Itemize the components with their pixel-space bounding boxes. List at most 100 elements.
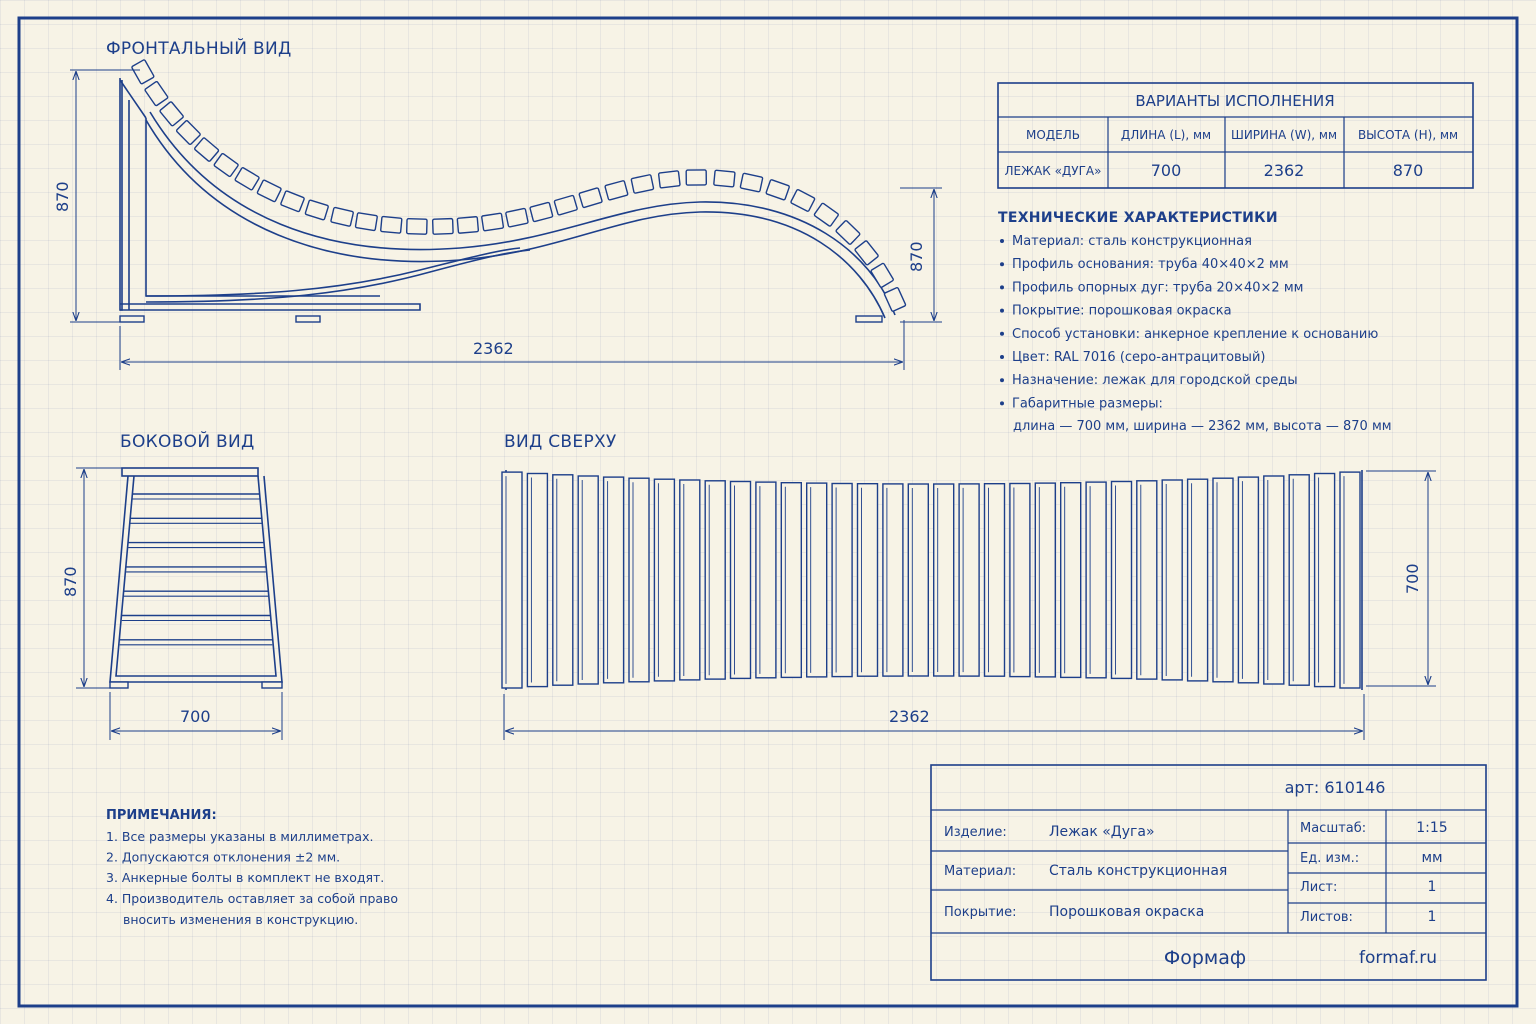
sheet-border	[17, 16, 1519, 1008]
front-slat	[431, 217, 454, 235]
title-block: арт: 610146 Изделие: Лежак «Дуга» Матери…	[930, 764, 1487, 981]
spec-item: Профиль опорных дуг: труба 20×40×2 мм	[1012, 280, 1303, 295]
sheet-label: Лист:	[1300, 880, 1337, 895]
front-slat	[657, 170, 681, 189]
top-slat	[933, 483, 955, 677]
note-item: 3. Анкерные болты в комплект не входят.	[106, 870, 384, 885]
front-length-dim: 2362	[473, 339, 514, 358]
tech-specs: ТЕХНИЧЕСКИЕ ХАРАКТЕРИСТИКИ Материал: ста…	[998, 210, 1392, 434]
top-slat	[1059, 482, 1082, 679]
side-height-dim: 870	[61, 566, 80, 597]
top-slat	[1136, 480, 1158, 680]
spec-item: Покрытие: порошковая окраска	[1012, 304, 1232, 319]
front-slat	[739, 172, 764, 193]
front-height-right-dim: 870	[907, 241, 926, 272]
notes-title: ПРИМЕЧАНИЯ:	[106, 808, 217, 823]
front-slat	[159, 101, 184, 127]
top-slat	[806, 482, 828, 678]
notes-continuation: вносить изменения в конструкцию.	[123, 912, 358, 927]
spec-item: Цвет: RAL 7016 (серо-антрацитовый)	[1012, 350, 1265, 365]
top-width-dim: 700	[1403, 563, 1422, 594]
front-view-drawing	[119, 59, 907, 323]
sheet-value: 1	[1428, 879, 1437, 895]
top-slat	[552, 474, 574, 686]
front-slat	[175, 120, 201, 145]
coating-label: Покрытие:	[944, 905, 1017, 920]
top-slat	[1009, 482, 1031, 678]
top-slat	[856, 483, 879, 677]
top-slat	[1161, 479, 1183, 681]
front-slat	[553, 194, 578, 216]
variants-row-length: 700	[1151, 161, 1182, 180]
top-view-slats	[501, 471, 1361, 689]
variants-header-length: ДЛИНА (L), мм	[1121, 128, 1211, 142]
sheets-value: 1	[1428, 909, 1437, 925]
front-slat	[456, 216, 480, 234]
top-slat	[1288, 474, 1310, 686]
specs-title: ТЕХНИЧЕСКИЕ ХАРАКТЕРИСТИКИ	[998, 210, 1278, 226]
top-slat	[704, 480, 726, 680]
top-slat	[1186, 478, 1209, 682]
top-slat	[1313, 472, 1336, 688]
brand-site: formaf.ru	[1359, 948, 1437, 968]
variants-row-height: 870	[1393, 161, 1424, 180]
sheets-label: Листов:	[1300, 910, 1353, 925]
notes-list: 1. Все размеры указаны в миллиметрах.2. …	[106, 829, 398, 906]
front-slat	[813, 202, 839, 227]
spec-item: Способ установки: анкерное крепление к о…	[1012, 327, 1378, 342]
variants-row-model: ЛЕЖАК «ДУГА»	[1005, 164, 1102, 178]
article-number: арт: 610146	[1285, 778, 1386, 797]
side-view-title: БОКОВОЙ ВИД	[120, 430, 255, 452]
front-slat	[765, 179, 790, 201]
brand-name: Формаф	[1164, 947, 1246, 969]
top-slat	[983, 483, 1006, 677]
top-view-title: ВИД СВЕРХУ	[504, 432, 617, 452]
front-slat	[630, 174, 655, 194]
spec-item: Материал: сталь конструкционная	[1012, 234, 1252, 249]
top-slat	[1263, 475, 1285, 685]
top-slat	[729, 480, 752, 680]
front-slat	[304, 199, 329, 221]
scale-value: 1:15	[1416, 820, 1447, 836]
top-slat	[501, 471, 523, 689]
top-slat	[755, 481, 777, 679]
front-slat	[713, 169, 736, 188]
front-slat	[131, 59, 155, 85]
top-slat	[1237, 476, 1260, 684]
front-view-title: ФРОНТАЛЬНЫЙ ВИД	[106, 37, 292, 59]
note-item: 1. Все размеры указаны в миллиметрах.	[106, 829, 373, 844]
top-view-drawing	[501, 470, 1363, 690]
top-slat	[882, 483, 904, 677]
front-height-left-dim: 870	[53, 181, 72, 212]
top-slat	[958, 483, 980, 677]
top-slat	[1339, 471, 1361, 689]
front-slat	[835, 220, 861, 245]
top-slat	[653, 478, 676, 682]
front-slat	[256, 179, 282, 203]
spec-bullet-icon	[1000, 262, 1004, 267]
top-slat	[628, 477, 650, 683]
front-slat	[354, 212, 378, 232]
front-slat	[330, 206, 354, 227]
top-slat	[602, 476, 625, 684]
notes: ПРИМЕЧАНИЯ: 1. Все размеры указаны в мил…	[106, 808, 398, 927]
product-label: Изделие:	[944, 825, 1007, 840]
spec-item: Назначение: лежак для городской среды	[1012, 373, 1298, 388]
front-slat	[790, 189, 816, 212]
front-slat	[405, 217, 428, 235]
top-length-dim: 2362	[889, 707, 930, 726]
front-slat	[144, 80, 169, 107]
side-view-slats	[119, 493, 273, 646]
spec-bullet-icon	[1000, 378, 1004, 383]
material-label: Материал:	[944, 864, 1016, 879]
top-slat	[1085, 481, 1107, 679]
product-value: Лежак «Дуга»	[1049, 824, 1155, 840]
material-value: Сталь конструкционная	[1049, 863, 1227, 879]
top-slat	[907, 483, 929, 677]
front-slat	[529, 201, 554, 223]
front-slat	[685, 169, 708, 186]
front-slat	[883, 287, 907, 312]
spec-item: Габаритные размеры:	[1012, 396, 1163, 411]
